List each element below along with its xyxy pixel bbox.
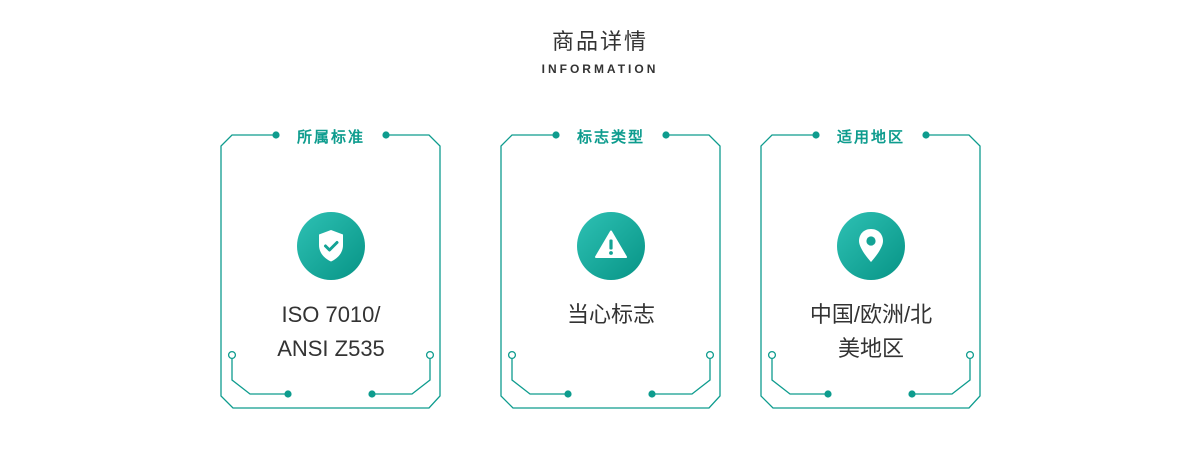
card-value-line: ANSI Z535 [277, 336, 385, 361]
card-standard: 所属标准 ISO 7010/ ANSI Z535 [220, 126, 442, 410]
card-value-line: ISO 7010/ [281, 302, 381, 327]
card-value-line: 美地区 [837, 336, 904, 361]
map-pin-icon [859, 229, 883, 262]
icon-badge [577, 212, 645, 280]
card-sign-type: 标志类型 当心标志 [500, 126, 722, 410]
card-value-line: 当心标志 [566, 302, 655, 327]
icon-badge [297, 212, 365, 280]
page-title: 商品详情 [551, 29, 648, 54]
card-value: ISO 7010/ ANSI Z535 [220, 298, 442, 366]
icon-badge [837, 212, 905, 280]
card-value-line: 中国/欧洲/北 [809, 302, 933, 327]
card-label: 适用地区 [836, 129, 905, 146]
card-frame [220, 131, 441, 409]
card-label: 所属标准 [296, 129, 365, 146]
card-region: 适用地区 中国/欧洲/北 美地区 [760, 126, 982, 410]
card-value: 当心标志 [500, 298, 722, 332]
card-value: 中国/欧洲/北 美地区 [760, 298, 982, 366]
warning-triangle-icon [595, 230, 627, 258]
card-label: 标志类型 [576, 129, 645, 146]
card-frame [500, 131, 721, 409]
shield-check-icon [319, 230, 343, 262]
page-subtitle: INFORMATION [541, 62, 659, 76]
card-frame [760, 131, 981, 409]
